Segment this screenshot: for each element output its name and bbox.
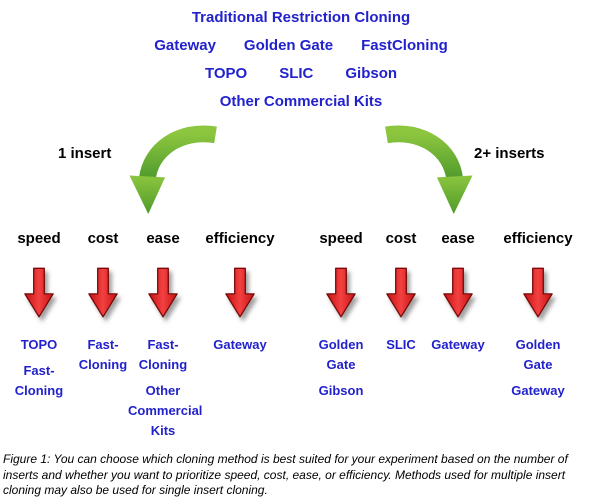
criterion-column-cost-2: cost SLIC (372, 230, 430, 361)
criterion-column-ease-2: ease Gateway (426, 230, 490, 361)
criterion-header: efficiency (205, 230, 275, 247)
criterion-column-speed-1: speed TOPO Fast- Cloning (2, 230, 76, 407)
method-label: Fast- Cloning (14, 363, 64, 398)
method-pool-item: Gibson (345, 65, 398, 82)
method-list: Golden Gate Gateway (494, 335, 582, 401)
method-list: SLIC (372, 335, 430, 355)
title-line-4: Other Commercial Kits (219, 93, 383, 110)
method-list: Gateway (426, 335, 490, 355)
method-pool-item: Gateway (154, 37, 216, 54)
criterion-header: ease (441, 230, 475, 247)
red-down-arrow-icon (24, 267, 54, 318)
curved-arrow-down-right-icon (385, 125, 473, 215)
red-down-arrow-icon (225, 267, 255, 318)
title-line-2: Gateway Golden Gate FastCloning (0, 36, 602, 64)
method-label: Fast- Cloning (78, 337, 128, 372)
method-pool-item: TOPO (204, 65, 248, 82)
criterion-header: cost (87, 230, 119, 247)
method-pool-item: SLIC (279, 65, 314, 82)
criterion-column-speed-2: speed Golden Gate Gibson (304, 230, 378, 407)
criterion-column-cost-1: cost Fast- Cloning (72, 230, 134, 381)
red-down-arrow-icon (443, 267, 473, 318)
method-label: Gateway (511, 383, 565, 398)
branch-label-multi-insert: 2+ inserts (474, 145, 545, 162)
method-pool-item: Golden Gate (243, 37, 334, 54)
criterion-column-efficiency-1: efficiency Gateway (196, 230, 284, 361)
criterion-column-ease-1: ease Fast- Cloning Other Commercial Kits (128, 230, 203, 447)
method-label: TOPO (20, 337, 58, 352)
method-label: Gateway (431, 337, 485, 352)
red-down-arrow-icon (88, 267, 118, 318)
method-list: TOPO Fast- Cloning (2, 335, 76, 401)
criterion-header: cost (385, 230, 417, 247)
figure-caption: Figure 1: You can choose which cloning m… (3, 452, 568, 498)
red-down-arrow-icon (523, 267, 553, 318)
title-line-1: Traditional Restriction Cloning (191, 9, 411, 26)
method-list: Gateway (196, 335, 284, 355)
red-down-arrow-icon (386, 267, 416, 318)
method-list: Fast- Cloning (72, 335, 134, 375)
criterion-header: speed (17, 230, 61, 247)
method-list: Fast- Cloning Other Commercial Kits (128, 335, 203, 441)
criterion-header: speed (319, 230, 363, 247)
method-label: Gibson (318, 383, 364, 398)
branch-label-one-insert: 1 insert (58, 145, 112, 162)
red-down-arrow-icon (148, 267, 178, 318)
method-pool-item: FastCloning (361, 37, 448, 54)
red-down-arrow-icon (326, 267, 356, 318)
method-label: Other Commercial Kits (128, 383, 203, 438)
criterion-header: ease (146, 230, 180, 247)
method-label: Gateway (213, 337, 267, 352)
curved-arrow-down-left-icon (129, 125, 217, 215)
criterion-column-efficiency-2: efficiency Golden Gate Gateway (494, 230, 582, 407)
method-list: Golden Gate Gibson (304, 335, 378, 401)
method-label: SLIC (386, 337, 416, 352)
method-pool: Traditional Restriction Cloning Gateway … (0, 8, 602, 120)
method-label: Golden Gate (515, 337, 561, 372)
title-line-3: TOPO SLIC Gibson (0, 64, 602, 92)
method-label: Fast- Cloning (138, 337, 188, 372)
method-label: Golden Gate (318, 337, 364, 372)
criterion-header: efficiency (503, 230, 573, 247)
